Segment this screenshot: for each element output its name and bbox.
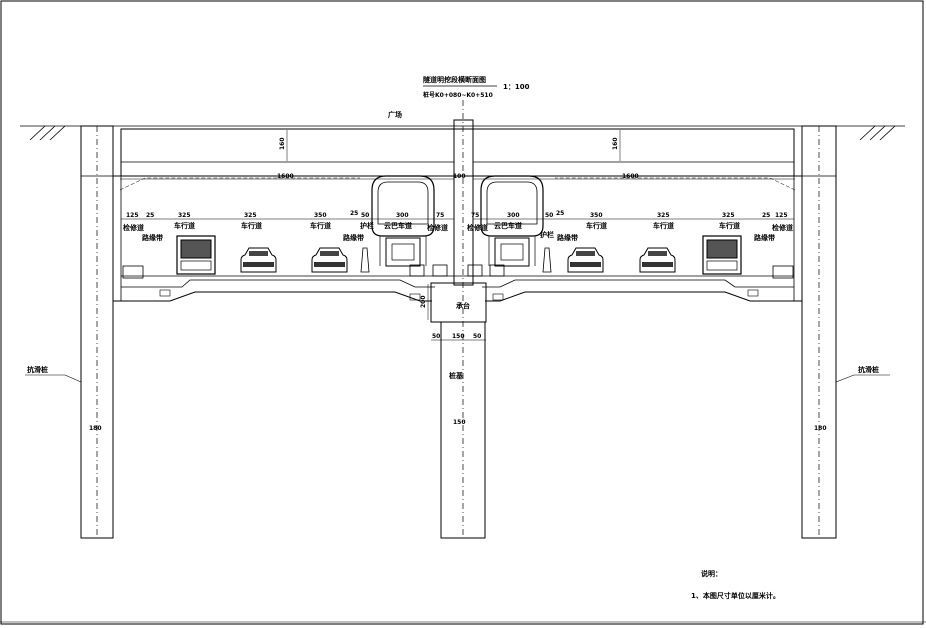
lane-dimensions-right: 75 300 50 25 350 325 325 25 125 <box>471 210 788 219</box>
dim-pier-width: 100 <box>453 173 466 180</box>
dim-side-pile-left: 180 <box>89 425 102 432</box>
dim-l-guardrail: 50 <box>361 212 369 219</box>
notes-heading: 说明： <box>701 569 722 578</box>
dim-r-lane-1: 325 <box>722 212 735 219</box>
label-maintenance-right-inner: 检修道 <box>467 223 488 232</box>
label-curb-left-outer: 路缘带 <box>142 233 163 242</box>
dim-half-width-left: 1600 <box>277 173 294 180</box>
label-skyrail-right: 云巴车道 <box>494 221 522 230</box>
title-station: 桩号K0+080~K0+510 <box>423 91 493 99</box>
dim-pile-cap-height: 200 <box>420 295 427 308</box>
lane-dimensions-left: 125 25 325 325 350 25 50 300 75 <box>126 210 444 219</box>
tunnel-walls <box>112 175 803 302</box>
right-slide-pile <box>801 125 837 539</box>
skyrail-car-left <box>371 175 435 267</box>
dim-l-maintenance-2: 75 <box>436 212 444 219</box>
dim-pile-diameter: 150 <box>453 419 466 426</box>
pile-foundation-label: 桩基 <box>449 371 464 380</box>
dim-l-lane-1: 325 <box>178 212 191 219</box>
title-scale: 1：100 <box>503 83 530 91</box>
dim-r-curb-1: 25 <box>762 212 770 219</box>
title-main: 隧道明挖段横断面图 <box>423 75 486 84</box>
slide-pile-leader-left-tick <box>64 374 82 383</box>
label-maintenance-right-outer: 检修道 <box>772 223 793 232</box>
label-carriageway-l2: 车行道 <box>241 221 262 230</box>
label-curb-right-outer: 路缘带 <box>754 233 775 242</box>
dim-l-skyrail: 300 <box>396 212 409 219</box>
pile-cap: 承台 <box>430 282 487 323</box>
dim-r-skyrail: 300 <box>507 212 520 219</box>
dimension-lines <box>120 130 795 341</box>
invert-slab <box>113 275 802 302</box>
dim-r-maintenance-2: 75 <box>471 212 479 219</box>
note-item-1: 1、本图尺寸单位以厘米计。 <box>691 591 780 600</box>
label-carriageway-l1: 车行道 <box>174 221 195 230</box>
central-pile <box>440 100 486 539</box>
notes-block: 说明： 1、本图尺寸单位以厘米计。 <box>691 569 780 600</box>
dim-l-lane-3: 350 <box>314 212 327 219</box>
truck-right <box>702 235 742 275</box>
left-slide-pile <box>80 125 114 539</box>
dim-r-curb-2: 25 <box>556 210 564 217</box>
car-3 <box>567 247 604 273</box>
truck-left <box>176 235 216 275</box>
label-carriageway-r1: 车行道 <box>586 221 607 230</box>
dim-pile-right: 50 <box>473 333 481 340</box>
dim-pile-left: 50 <box>432 333 440 340</box>
dim-r-lane-2: 325 <box>657 212 670 219</box>
skyrail-car-right <box>480 175 544 267</box>
dim-side-pile-right: 180 <box>814 425 827 432</box>
ground-surface <box>20 125 905 141</box>
label-maintenance-left-outer: 检修道 <box>123 223 144 232</box>
slide-pile-label-right: 抗滑桩 <box>858 365 879 374</box>
pile-cap-label: 承台 <box>456 301 470 310</box>
lane-labels-right: 检修道 云巴车道 护栏 路缘带 车行道 车行道 车行道 路缘带 检修道 <box>467 221 793 242</box>
slide-pile-label-left: 抗滑桩 <box>27 365 48 374</box>
dim-pile-mid: 150 <box>452 333 465 340</box>
car-2 <box>311 247 348 273</box>
car-1 <box>240 247 277 273</box>
dim-l-lane-2: 325 <box>244 212 257 219</box>
car-4 <box>639 247 676 273</box>
lane-labels-left: 检修道 路缘带 车行道 车行道 车行道 路缘带 护栏 云巴车道 检修道 <box>123 221 448 242</box>
label-carriageway-l3: 车行道 <box>310 221 331 230</box>
label-guardrail-right: 护栏 <box>540 230 554 239</box>
dim-r-guardrail: 50 <box>545 212 553 219</box>
plaza-label: 广场 <box>388 110 402 119</box>
dim-roof-left: 160 <box>279 137 286 150</box>
drainage-boxes <box>122 247 794 301</box>
dim-roof-right: 160 <box>612 137 619 150</box>
label-carriageway-r3: 车行道 <box>719 221 740 230</box>
dim-l-curb-1: 25 <box>146 212 154 219</box>
dim-half-width-right: 1600 <box>622 173 639 180</box>
central-wall <box>453 119 474 286</box>
title-block: 隧道明挖段横断面图 桩号K0+080~K0+510 1：100 <box>423 75 530 99</box>
label-guardrail-left: 护栏 <box>360 221 374 230</box>
label-curb-left-inner: 路缘带 <box>343 233 364 242</box>
label-curb-right-inner: 路缘带 <box>557 233 578 242</box>
dim-l-curb-2: 25 <box>350 210 358 217</box>
label-skyrail-left: 云巴车道 <box>384 221 412 230</box>
dim-r-lane-3: 350 <box>590 212 603 219</box>
roof-slab <box>81 128 836 177</box>
dim-l-maintenance: 125 <box>126 212 139 219</box>
dim-r-maintenance: 125 <box>775 212 788 219</box>
label-maintenance-left-inner: 检修道 <box>427 223 448 232</box>
label-carriageway-r2: 车行道 <box>653 221 674 230</box>
slide-pile-leader-right-tick <box>835 374 855 383</box>
